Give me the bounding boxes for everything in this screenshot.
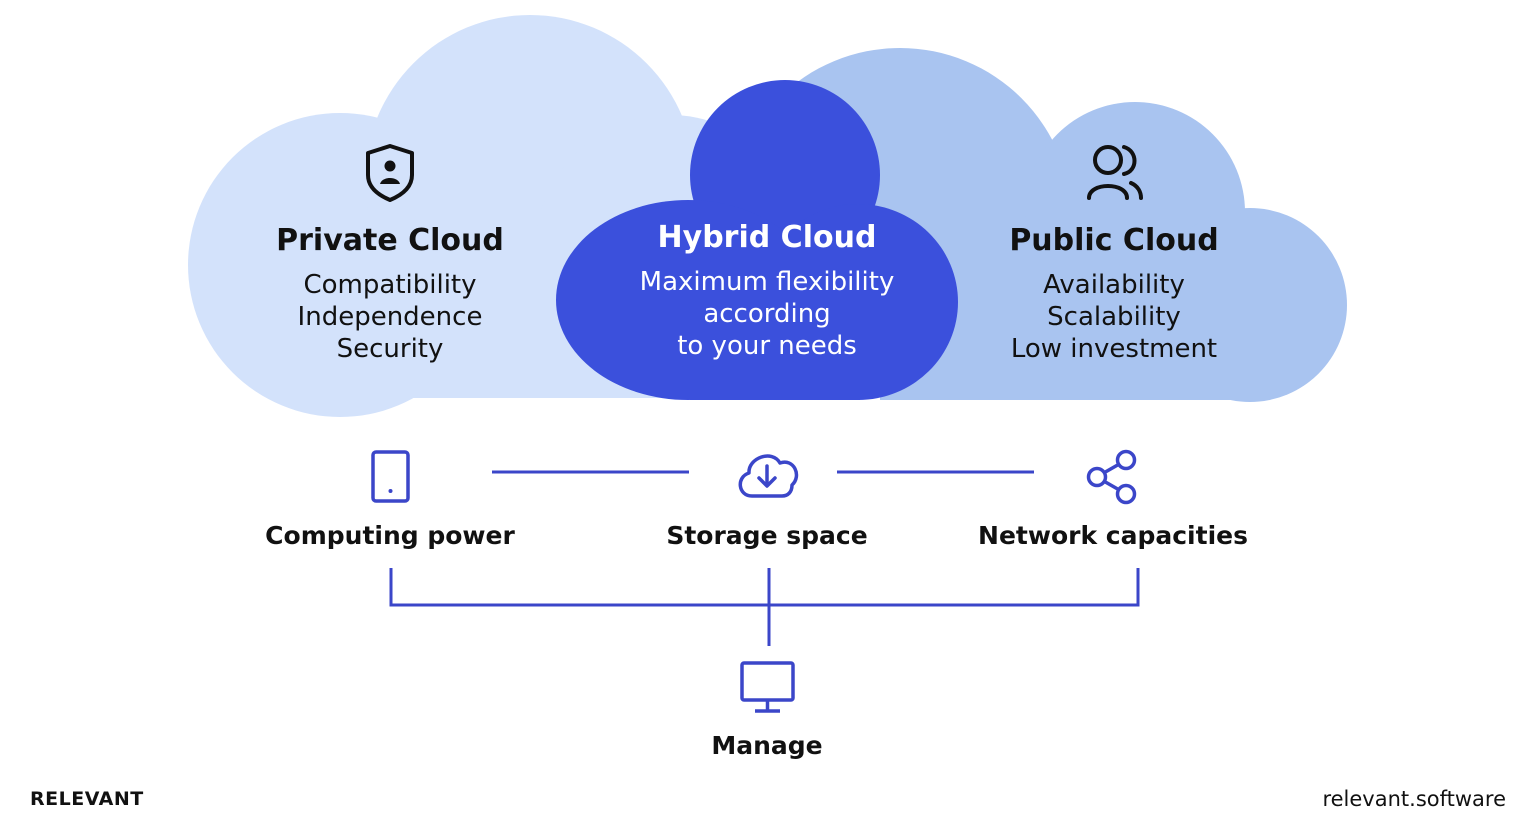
share-icon [1086, 449, 1137, 505]
public-cloud-feature: Availability [1043, 270, 1185, 300]
monitor-icon [740, 661, 795, 713]
manage-label: Manage [711, 731, 823, 760]
connector-lines [389, 470, 1140, 646]
public-cloud-title: Public Cloud [1009, 223, 1219, 258]
hybrid-cloud-text: Hybrid Cloud Maximum flexibility accordi… [607, 220, 927, 362]
network-capacities-label: Network capacities [978, 521, 1248, 550]
hybrid-cloud-feature: to your needs [677, 331, 857, 361]
private-cloud-text: Private Cloud Compatibility Independence… [240, 223, 540, 365]
computing-power-label: Computing power [265, 521, 515, 550]
users-icon [1087, 145, 1143, 200]
public-cloud-text: Public Cloud Availability Scalability Lo… [964, 223, 1264, 365]
storage-space-label: Storage space [666, 521, 868, 550]
brand-website: relevant.software [1322, 787, 1506, 811]
tablet-icon [371, 450, 410, 503]
brand-logo-text: RELEVANT [30, 788, 144, 810]
hybrid-cloud-title: Hybrid Cloud [657, 220, 877, 255]
public-cloud-feature: Scalability [1047, 302, 1181, 332]
private-cloud-feature: Compatibility [303, 270, 477, 300]
hybrid-cloud-feature: according [703, 299, 831, 329]
private-cloud-title: Private Cloud [276, 223, 504, 258]
private-cloud-feature: Independence [297, 302, 483, 332]
cloud-download-icon [738, 454, 799, 498]
private-cloud-feature: Security [336, 334, 444, 364]
hybrid-cloud-feature: Maximum flexibility [639, 267, 895, 297]
public-cloud-feature: Low investment [1010, 334, 1218, 364]
shield-user-icon [366, 144, 414, 202]
hybrid-cloud-shape [556, 80, 958, 400]
